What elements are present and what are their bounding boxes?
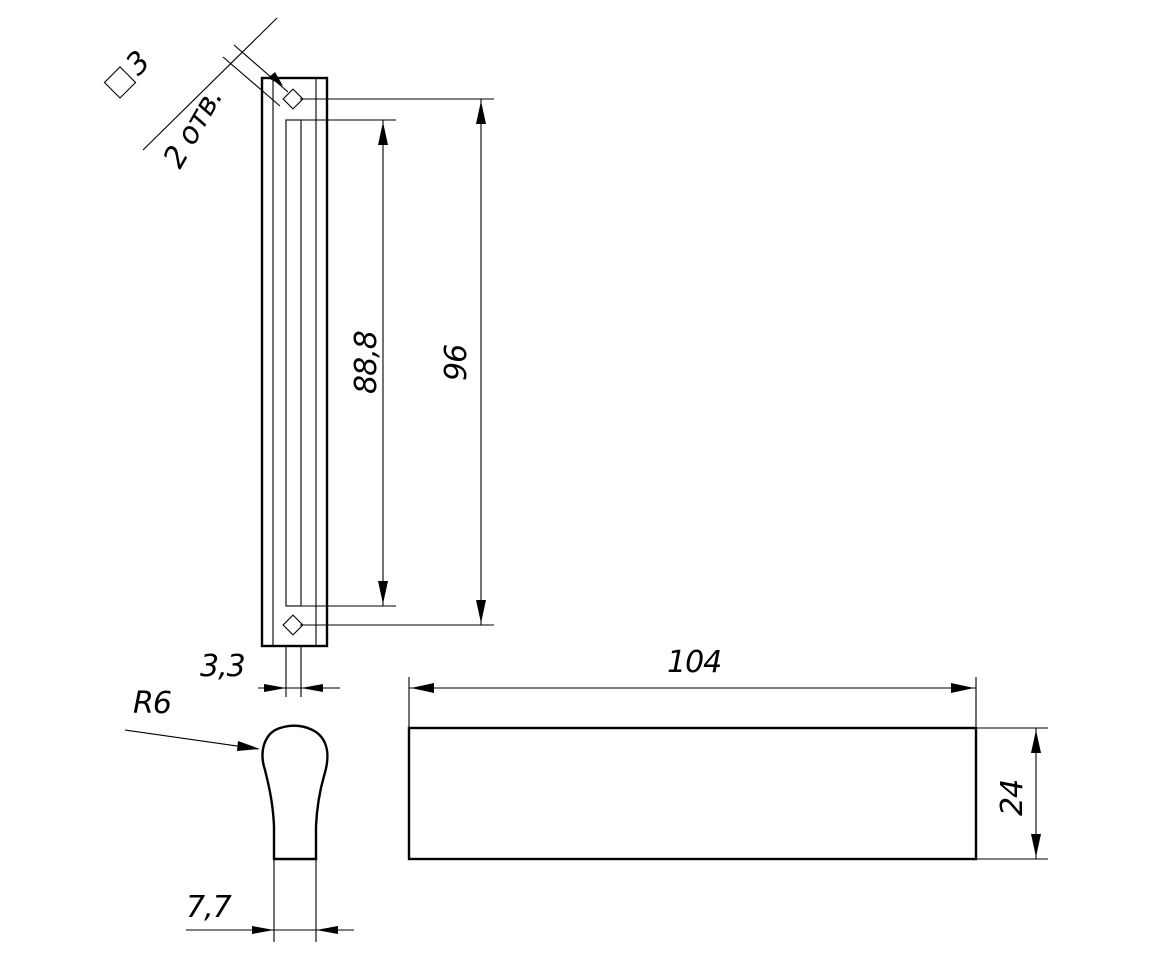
side-profile: R6 [124, 686, 329, 861]
top-view [260, 76, 329, 648]
callout-leader [142, 17, 278, 151]
dim-length: 104 [408, 645, 977, 728]
bar-outline [260, 76, 329, 648]
slot-outline [285, 119, 302, 607]
hole-bottom [282, 614, 304, 636]
callout-ext-1 [233, 44, 289, 93]
dim-hole-spacing: 96 [300, 98, 494, 626]
hole-size-label: 3 [119, 45, 157, 83]
dim-slot-width-label: 3,3 [200, 649, 245, 684]
dim-neck-width: 7,7 [186, 859, 354, 942]
dim-height: 24 [976, 727, 1048, 860]
dim-hole-spacing-label: 96 [439, 345, 474, 381]
knob-profile [261, 724, 329, 861]
callout-ext-2 [222, 56, 281, 107]
dim-slot-width: 3,3 [200, 646, 340, 697]
dim-slot-length: 88,8 [301, 119, 396, 607]
callout-arrow [268, 72, 283, 86]
dim-slot-length-label: 88,8 [349, 331, 384, 394]
dim-radius-label: R6 [133, 686, 171, 721]
dim-neck-width-label: 7,7 [186, 890, 232, 925]
hole-callout: 3 2 отв. [103, 17, 289, 174]
radius-leader [124, 729, 259, 750]
front-outline [407, 726, 978, 861]
hole-top [282, 88, 304, 110]
hole-count-label: 2 отв. [157, 82, 230, 174]
dim-height-label: 24 [995, 780, 1030, 816]
dim-length-label: 104 [667, 645, 721, 680]
square-symbol-icon [103, 66, 137, 99]
front-view [407, 726, 978, 861]
